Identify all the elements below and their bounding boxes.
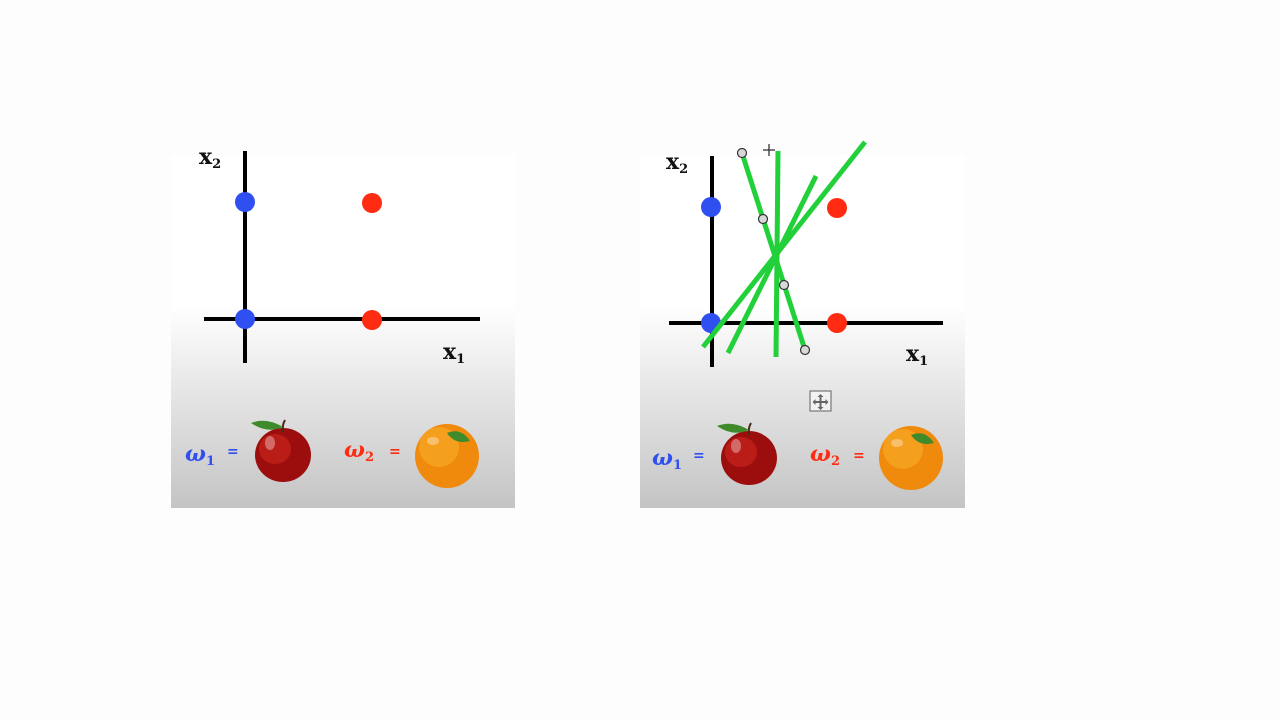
class2-point-bottom (827, 313, 847, 333)
omega2-label: ω2 (344, 437, 374, 465)
omega2-equals: = (389, 444, 401, 460)
crosshair-cursor-icon (763, 144, 775, 156)
line-handle-mid-top[interactable] (757, 213, 769, 225)
left-diagram-svg: x2 x1 ω1 = ω2 = (185, 144, 480, 488)
class2-point-top (827, 198, 847, 218)
class1-point-origin (235, 309, 255, 329)
line-selection-handles[interactable] (736, 147, 811, 356)
omega1-equals: = (693, 448, 705, 464)
separator-line-steep (725, 174, 819, 355)
omega1-label: ω1 (652, 445, 682, 473)
class2-point-bottom (362, 310, 382, 330)
omega2-label: ω2 (810, 441, 840, 469)
x1-axis-label: x1 (443, 339, 465, 367)
x1-axis-label: x1 (906, 341, 928, 369)
left-diagram-panel: x2 x1 ω1 = ω2 = (171, 144, 515, 508)
class1-point-top (701, 197, 721, 217)
right-diagram-svg: x2 x1 ω1 (652, 140, 943, 490)
x2-axis-label: x2 (666, 149, 688, 177)
right-diagram-panel: x2 x1 ω1 (640, 140, 965, 508)
apple-icon (251, 419, 311, 482)
apple-icon (717, 422, 777, 485)
omega1-equals: = (227, 444, 239, 460)
omega1-label: ω1 (185, 441, 215, 469)
class2-point-top (362, 193, 382, 213)
x2-axis-label: x2 (199, 144, 221, 172)
line-handle-mid-bottom[interactable] (778, 279, 790, 291)
separator-line-selected[interactable] (739, 152, 808, 351)
line-handle-bottom[interactable] (799, 344, 811, 356)
omega2-equals: = (853, 448, 865, 464)
move-cursor-icon (809, 390, 832, 412)
class1-point-top (235, 192, 255, 212)
orange-icon (415, 424, 479, 488)
orange-icon (879, 426, 943, 490)
line-handle-top[interactable] (736, 147, 748, 159)
